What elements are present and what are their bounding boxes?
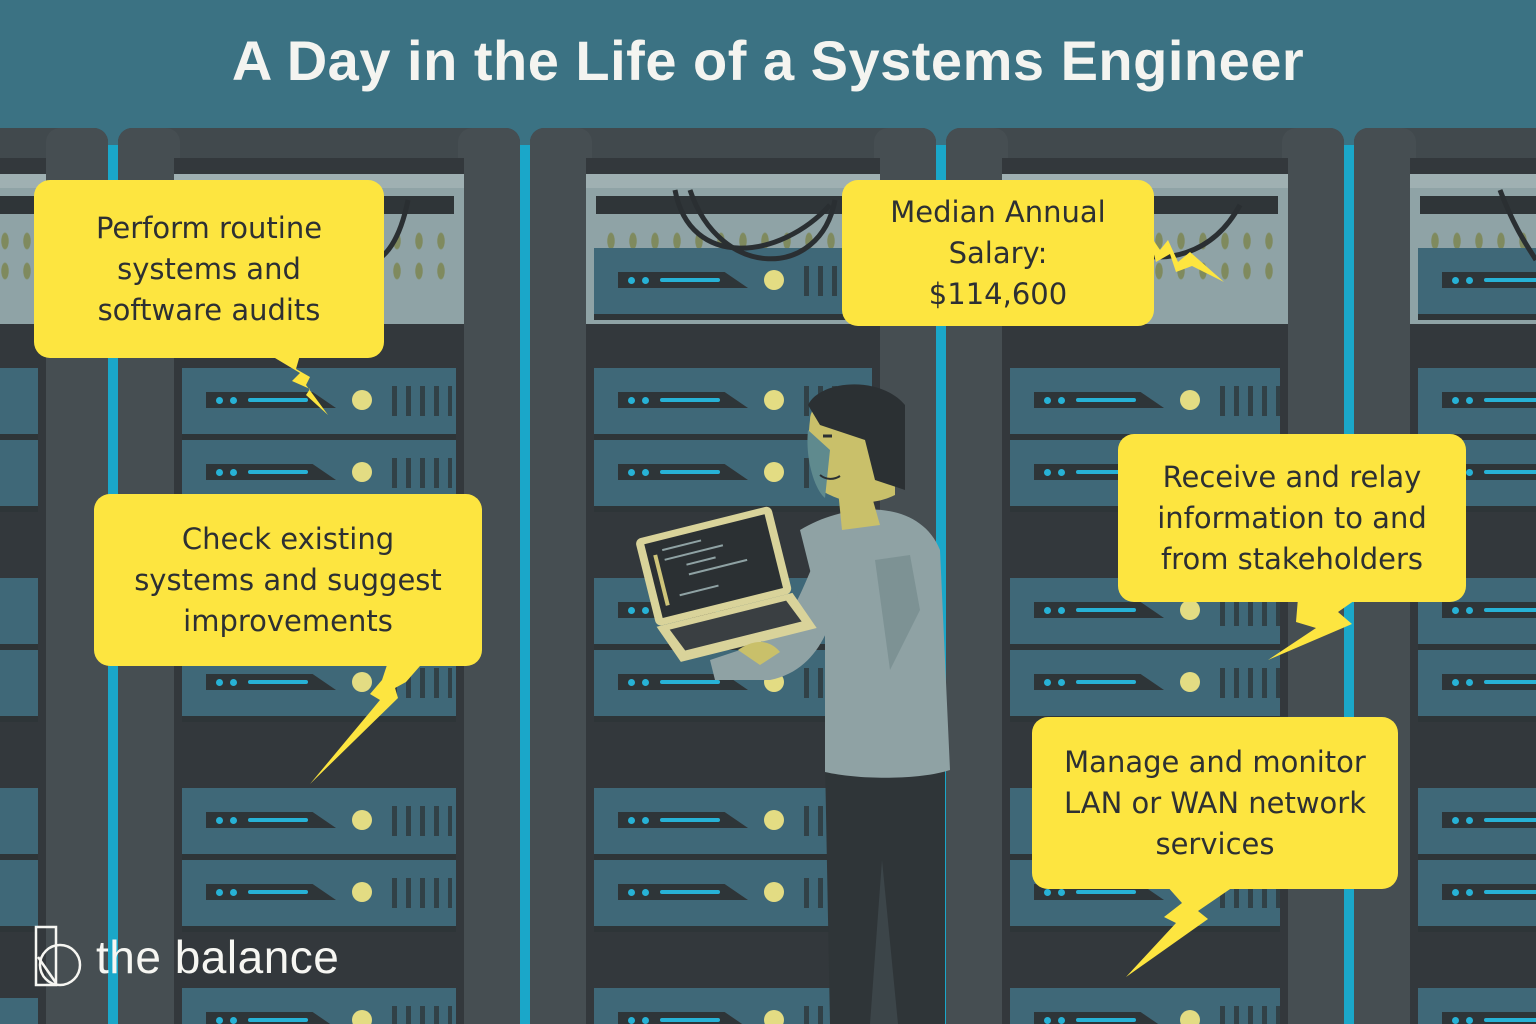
lightning-tail-icon <box>270 355 328 415</box>
lightning-tail-icon <box>1268 598 1358 660</box>
brand-logo: the balance <box>34 925 339 989</box>
rack-divider-light <box>520 145 530 1024</box>
callout-network: Manage and monitor LAN or WAN network se… <box>1032 717 1398 889</box>
salary-text: Median Annual Salary: $114,600 <box>890 194 1106 311</box>
callout-text: Check existing systems and suggest impro… <box>134 521 442 638</box>
callout-audits: Perform routine systems and software aud… <box>34 180 384 358</box>
callout-text: Perform routine systems and software aud… <box>95 210 323 327</box>
lightning-tail-icon <box>1126 885 1236 977</box>
callout-improvements: Check existing systems and suggest impro… <box>94 494 482 666</box>
callout-text: Manage and monitor LAN or WAN network se… <box>1063 744 1367 861</box>
lightning-tail-icon <box>310 662 420 784</box>
lightning-tail-icon <box>1148 232 1224 282</box>
callout-stakeholders: Receive and relay information to and fro… <box>1118 434 1466 602</box>
callout-text: Receive and relay information to and fro… <box>1157 459 1427 576</box>
brand-wordmark: the balance <box>96 931 340 983</box>
page-title: A Day in the Life of a Systems Engineer <box>231 29 1305 92</box>
systems-engineer-illustration <box>636 384 950 1024</box>
callout-salary: Median Annual Salary: $114,600 <box>842 180 1154 326</box>
the-balance-logo-icon <box>34 925 82 987</box>
